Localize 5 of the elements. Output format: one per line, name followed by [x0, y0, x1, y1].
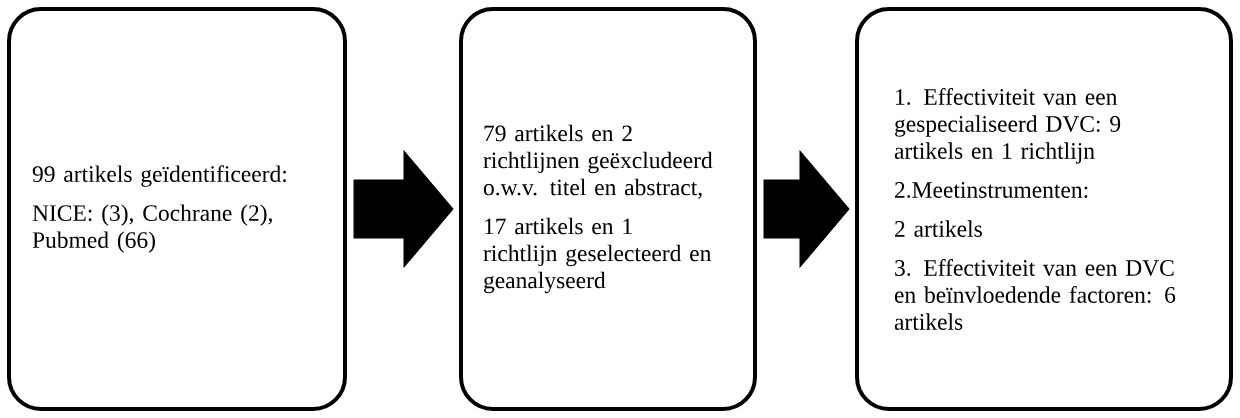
process-box: 99 artikels geïdentificeerd: NICE: (3), Cochrane (2), Pubmed (66): [7, 7, 347, 411]
process-box: 79 artikels en 2 richtlijnen geëxcludeerd o.w.v. titel en abstract, 17 artikels en 1 richtlijn geselecteerd en geanalyseerd: [459, 7, 757, 411]
block-arrow: [353, 150, 454, 268]
process-box: 1. Effectiviteit van een gespecialiseerd DVC: 9 artikels en 1 richtlijn 2.Meetinstrumenten: 2 artikels 3. Effectiviteit van een DVC en beïnvloedende factoren: 6 artikels: [855, 7, 1233, 411]
block-arrow: [763, 150, 850, 268]
